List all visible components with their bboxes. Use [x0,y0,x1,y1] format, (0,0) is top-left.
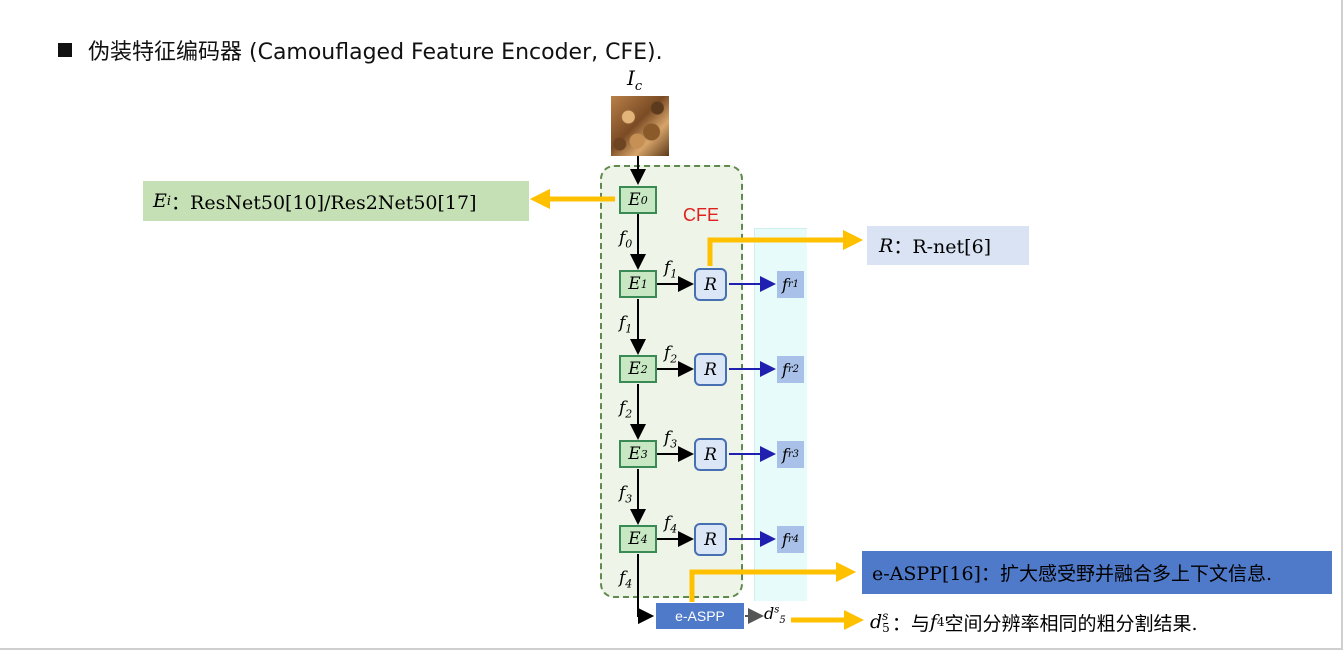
feature-label-f3-vertical: f3 [619,483,633,506]
frame-bottom-border [0,648,1343,650]
feature-label-f4-horizontal: f4 [664,513,678,536]
callout-easpp: e-ASPP[16]：扩大感受野并融合多上下文信息. [862,551,1332,594]
title-text: 伪装特征编码器 (Camouflaged Feature Encoder, CF… [88,40,663,65]
coarse-map-d5-label: ds5 [764,604,786,627]
slide-title: 伪装特征编码器 (Camouflaged Feature Encoder, CF… [58,34,663,66]
easpp-module: e-ASPP [656,603,744,629]
square-bullet-icon [58,43,72,57]
feature-label-f1-vertical: f1 [619,313,633,336]
feature-label-f2-horizontal: f2 [664,343,678,366]
rnet-node-1: R [694,268,727,301]
feature-label-f2-vertical: f2 [619,398,633,421]
callout-rnet: R ：R-net[6] [867,226,1029,265]
feature-label-f4-vertical: f4 [619,568,633,591]
input-image-label: Ic [627,66,643,94]
rnet-node-2: R [694,353,727,386]
rnet-node-4: R [694,523,727,556]
input-image-thumbnail [611,96,669,156]
frame-right-border [1341,0,1343,650]
feature-label-f1-horizontal: f1 [664,258,678,281]
cfe-label: CFE [683,205,719,225]
rnet-node-3: R [694,438,727,471]
feature-label-f0: f0 [619,228,633,251]
feature-label-f3-horizontal: f3 [664,428,678,451]
